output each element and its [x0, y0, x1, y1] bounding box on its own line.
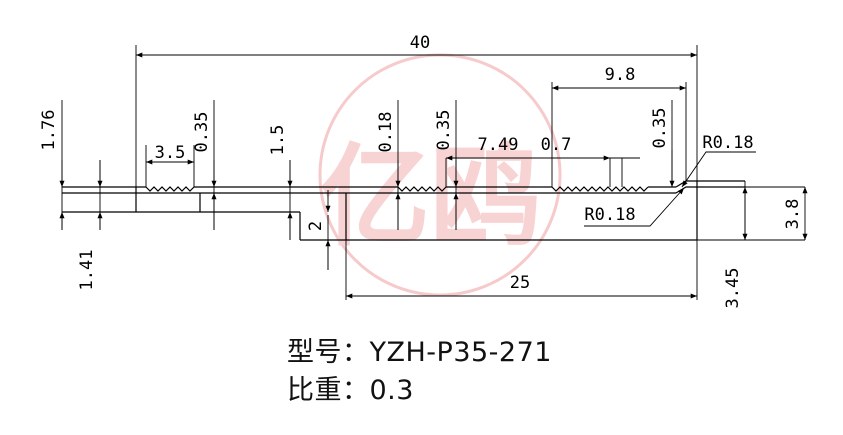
model-value: YZH-P35-271 [369, 337, 552, 368]
weight-value: 0.3 [369, 375, 414, 406]
dim-height-right: 3.8 [783, 199, 803, 230]
watermark: 亿鸥 [318, 53, 562, 297]
dim-depth-right: 0.35 [650, 108, 670, 149]
dim-depth-mid: 0.18 [376, 112, 396, 153]
dim-radius-bottom: R0.18 [584, 205, 635, 225]
dimension-labels: 40 9.8 3.5 7.49 0.7 R0.18 R0.18 25 1.76 … [39, 33, 803, 308]
weight-label: 比重： [287, 375, 370, 406]
dim-height-left: 1.76 [39, 110, 59, 151]
dim-right-section: 9.8 [605, 65, 636, 85]
dim-pitch-left: 3.5 [155, 143, 186, 163]
dim-thickness-left: 1.41 [77, 250, 97, 291]
dim-width: 40 [410, 33, 430, 53]
dim-radius-top: R0.18 [702, 133, 753, 153]
leader-radius-top [681, 151, 756, 188]
dimension-lines [59, 52, 808, 299]
dim-tooth-gap: 0.7 [541, 135, 572, 155]
dim-height-right-inner: 3.45 [723, 268, 743, 309]
caption-weight: 比重：0.3 [287, 368, 414, 407]
dim-depth-mid2: 0.35 [434, 110, 454, 151]
leader-radius-bottom [584, 187, 685, 227]
caption-model: 型号：YZH-P35-271 [287, 330, 552, 369]
model-label: 型号： [287, 337, 370, 368]
dim-slot-height: 1.5 [268, 125, 288, 156]
dim-tooth-span: 7.49 [478, 135, 519, 155]
extension-lines [61, 45, 805, 300]
dim-step: 2 [306, 221, 326, 231]
dim-base-width: 25 [510, 273, 530, 293]
dim-depth-left: 0.35 [192, 112, 212, 153]
